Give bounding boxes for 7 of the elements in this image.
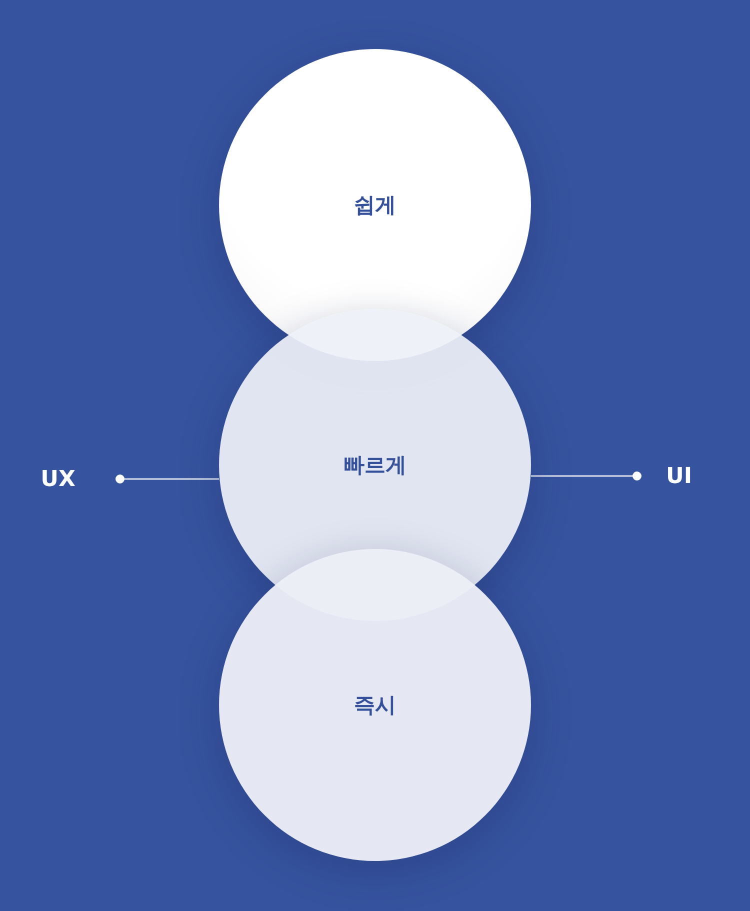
callout-label: UI xyxy=(662,459,696,493)
circle-label: 쉽게 xyxy=(354,192,396,219)
circle-label: 빠르게 xyxy=(344,452,406,479)
circle-label: 즉시 xyxy=(354,692,396,719)
leader-line xyxy=(531,472,642,480)
callout-label: UX xyxy=(36,462,80,496)
leader-line xyxy=(116,474,219,484)
